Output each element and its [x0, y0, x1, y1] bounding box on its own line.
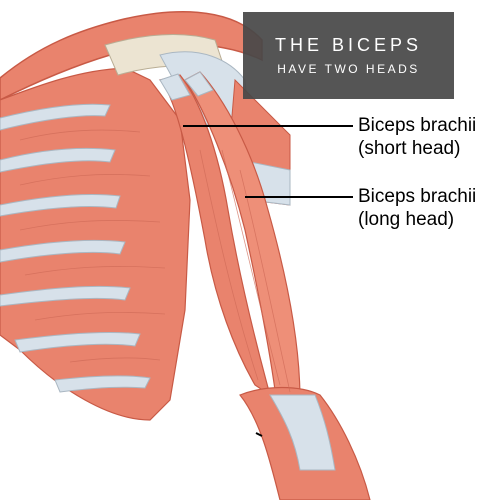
biceps-tendons [159, 71, 214, 101]
elbow-tendon [269, 394, 336, 471]
leader-line-long-head [245, 196, 353, 198]
label-long-head-line1: Biceps brachii [358, 186, 477, 207]
title-box: THE BICEPS HAVE TWO HEADS [243, 12, 454, 99]
label-long-head-line2: (long head) [358, 209, 455, 230]
muscle-fibers [19, 129, 166, 363]
label-long-head: Biceps brachii (long head) [358, 185, 476, 231]
leader-line-short-head [183, 125, 353, 127]
rib-bands [0, 103, 151, 393]
label-short-head-line1: Biceps brachii [358, 115, 477, 136]
label-short-head: Biceps brachii (short head) [358, 114, 476, 160]
title-line2: HAVE TWO HEADS [277, 61, 420, 76]
title-line1: THE BICEPS [274, 34, 423, 55]
label-short-head-line2: (short head) [358, 138, 461, 159]
brachioradialis-mark [255, 432, 263, 437]
